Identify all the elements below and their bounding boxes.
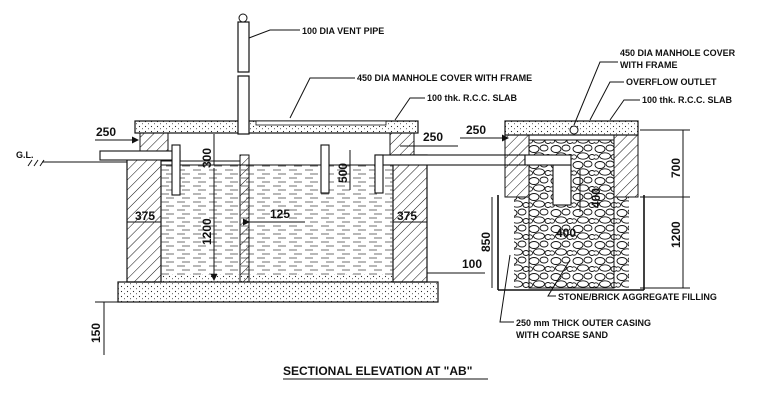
- casing-label-1: 250 mm THICK OUTER CASING: [516, 318, 651, 328]
- rcc-slab-left-label: 100 thk. R.C.C. SLAB: [427, 93, 518, 103]
- rcc-slab-right-label: 100 thk. R.C.C. SLAB: [642, 95, 733, 105]
- dim-300: 300: [200, 148, 214, 168]
- inlet-pipe: [99, 150, 181, 161]
- vent-pipe-label: 100 DIA VENT PIPE: [302, 26, 384, 36]
- tank-liquid: [161, 165, 393, 277]
- dim-250-mid: 250: [423, 130, 443, 144]
- dim-375-left: 375: [135, 209, 155, 223]
- dim-125: 125: [270, 207, 290, 221]
- dimensions: 250 300 1200 500 250 250 125 375 375 100…: [89, 123, 690, 355]
- manhole-cover-right-label-1: 450 DIA MANHOLE COVER: [620, 48, 736, 58]
- left-wall: [126, 154, 162, 283]
- overflow-outlet-label: OVERFLOW OUTLET: [626, 77, 717, 87]
- manhole-cover-right-label-2: WITH FRAME: [620, 60, 678, 70]
- outlet-pipe: [374, 154, 526, 166]
- dim-1200-right: 1200: [669, 221, 683, 248]
- dim-400-vert: 400: [589, 188, 603, 208]
- title-text: SECTIONAL ELEVATION AT "AB": [283, 364, 472, 378]
- soak-pit: [497, 120, 645, 291]
- vent-pipe: [237, 21, 250, 73]
- dim-400: 400: [556, 226, 576, 240]
- dim-1200-left: 1200: [200, 218, 214, 245]
- dim-700: 700: [669, 158, 683, 178]
- dim-100: 100: [462, 257, 482, 271]
- dim-150: 150: [89, 323, 103, 343]
- casing-label-2: WITH COARSE SAND: [516, 330, 609, 340]
- dim-500: 500: [336, 163, 350, 183]
- manhole-cover-left-label: 450 DIA MANHOLE COVER WITH FRAME: [357, 73, 532, 83]
- ground-line: G.L.: [16, 150, 127, 167]
- dim-250-left: 250: [96, 125, 116, 139]
- manhole-cover-icon: [569, 125, 579, 135]
- dim-250-right: 250: [466, 123, 486, 137]
- dim-375-right: 375: [397, 209, 417, 223]
- drawing-title: SECTIONAL ELEVATION AT "AB": [283, 364, 488, 380]
- base-slab: [117, 281, 439, 303]
- gl-label: G.L.: [16, 150, 34, 160]
- annotations: 100 DIA VENT PIPE 450 DIA MANHOLE COVER …: [248, 26, 736, 340]
- dim-850: 850: [479, 232, 493, 252]
- partition-wall: [239, 154, 250, 283]
- vent-cap-icon: [238, 13, 248, 23]
- aggregate-label: STONE/BRICK AGGREGATE FILLING: [558, 292, 717, 302]
- left-tank: [99, 13, 526, 303]
